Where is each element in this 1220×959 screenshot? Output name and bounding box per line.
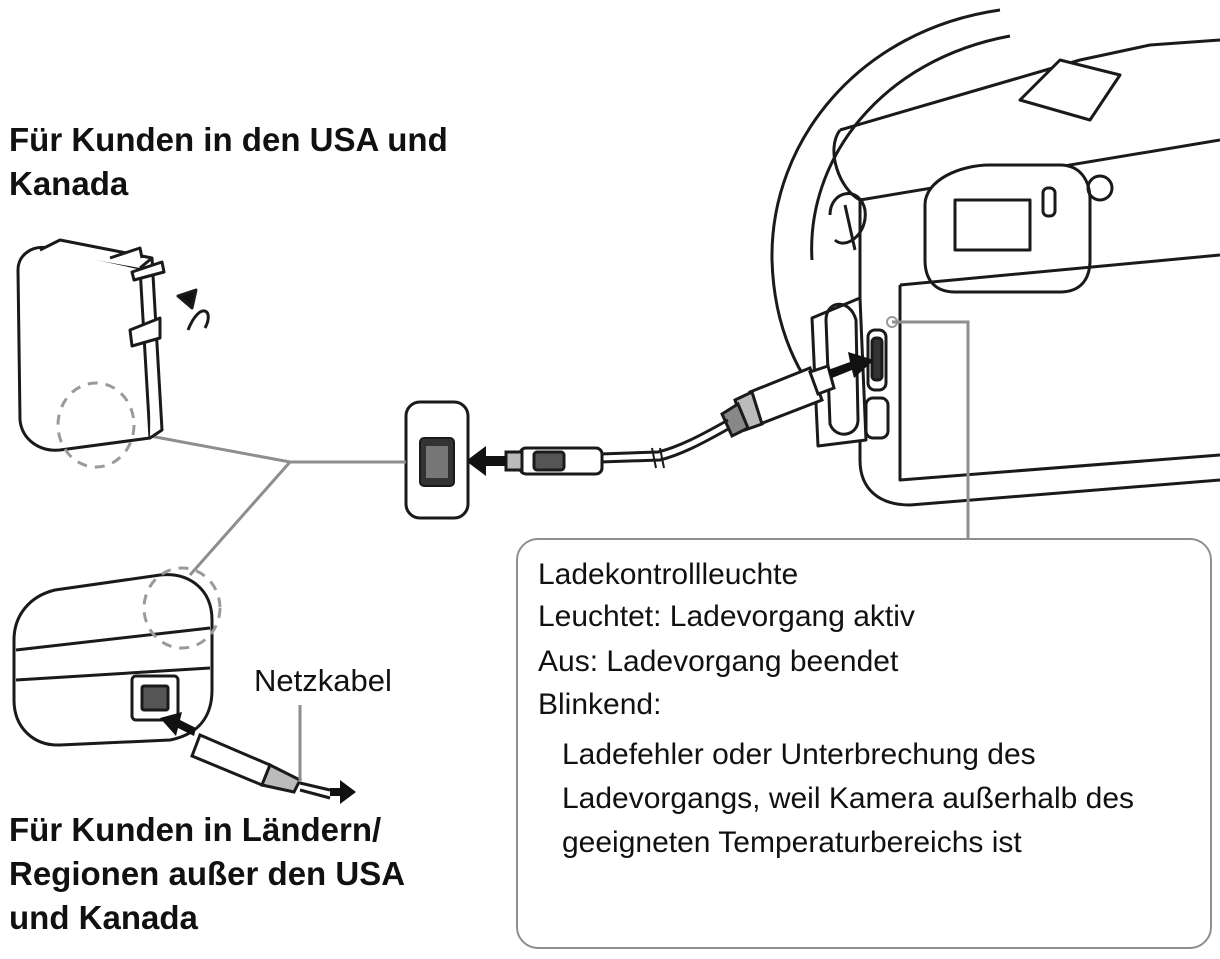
status-on: Leuchtet: Ladevorgang aktiv — [538, 600, 915, 633]
usb-cable — [599, 426, 731, 464]
heading-other-regions: Für Kunden in Ländern/ Regionen außer de… — [9, 811, 404, 936]
insert-arrow-usb — [466, 446, 506, 476]
status-off: Aus: Ladevorgang beendet — [538, 645, 899, 678]
blinking-description: Ladefehler oder Unterbrechung des Ladevo… — [562, 738, 1135, 859]
ac-adapter-usa — [16, 238, 210, 469]
ac-adapter-international — [12, 566, 222, 747]
power-cord-plug — [190, 733, 331, 800]
cord-arrow — [330, 780, 356, 804]
insert-arrow-power — [160, 712, 196, 736]
camera — [770, 8, 1220, 507]
charge-lamp-callout: Ladekontrollleuchte Leuchtet: Ladevorgan… — [516, 538, 1212, 949]
status-blinking: Blinkend: — [538, 688, 662, 721]
usb-a-plug — [504, 446, 604, 476]
callout-leader-lines — [149, 320, 970, 576]
callout-title: Ladekontrollleuchte — [538, 558, 799, 591]
power-cord-label: Netzkabel — [254, 663, 392, 698]
usb-port-box — [404, 400, 470, 520]
insert-arrow-camera — [828, 352, 874, 378]
heading-usa-canada: Für Kunden in den USA und Kanada — [9, 121, 448, 202]
